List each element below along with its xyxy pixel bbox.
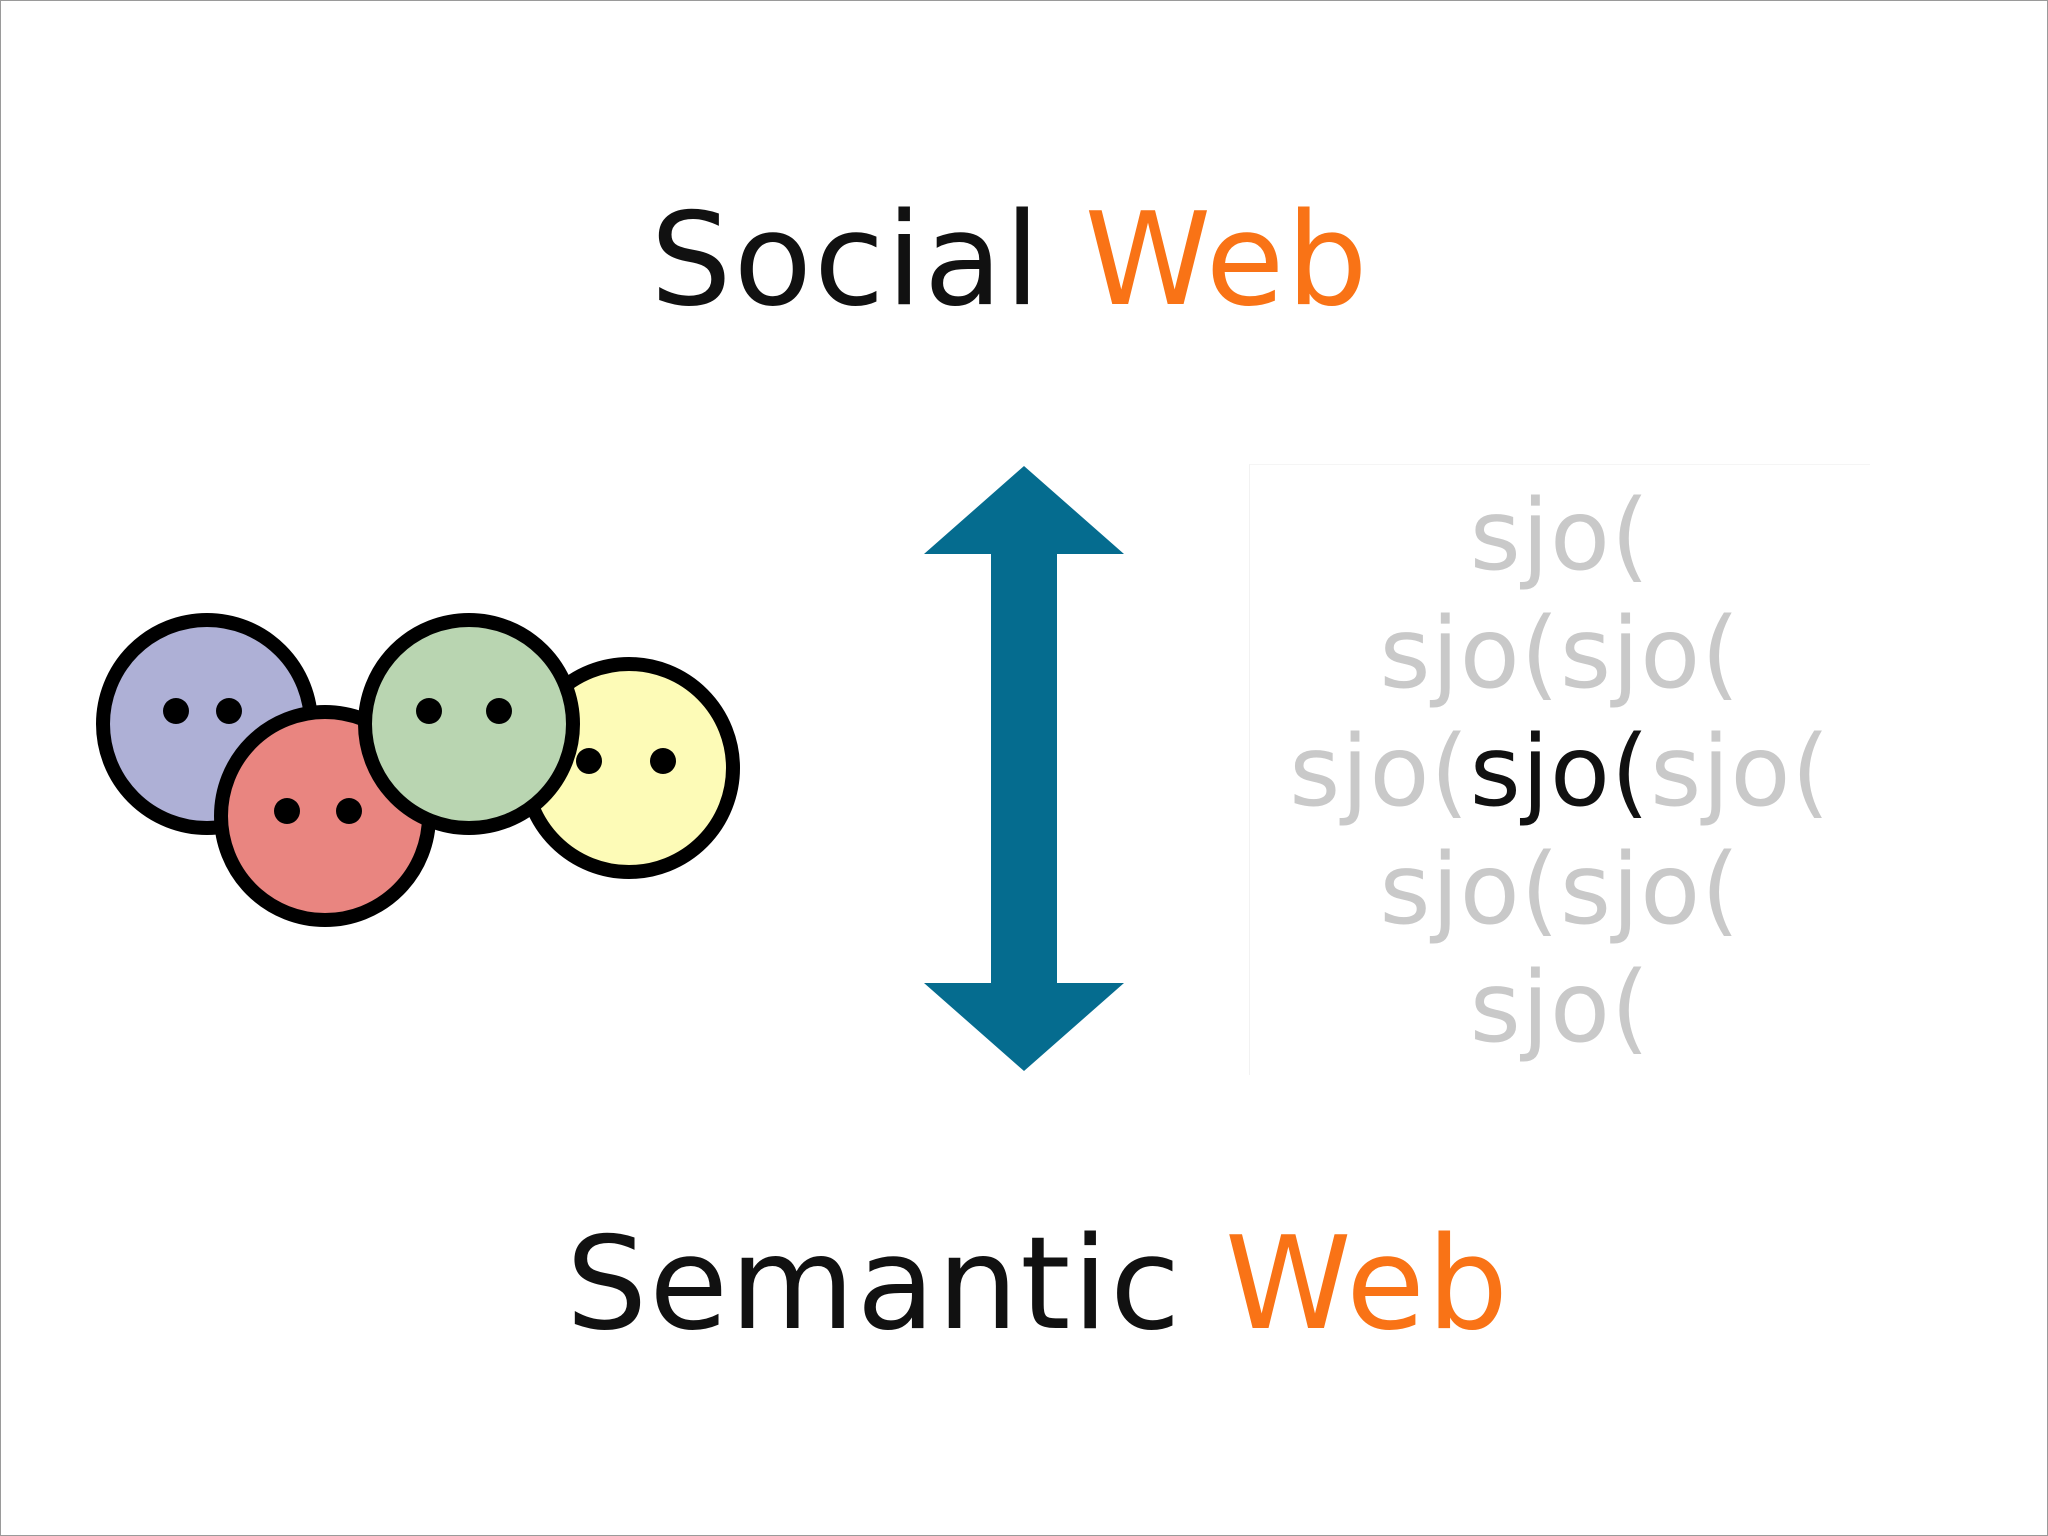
social-word: Social (650, 186, 1042, 335)
web-word-bottom: Web (1225, 1210, 1511, 1359)
sioc-logo-center: sjo( (1469, 715, 1651, 829)
web-word-top: Web (1084, 186, 1370, 335)
sioc-logo-row-2: sjo(sjo( (1379, 597, 1741, 711)
sioc-logo-row-1: sjo( (1469, 479, 1651, 593)
sioc-logo: sjo( sjo(sjo( sjo(sjo(sjo( sjo(sjo( sjo( (1249, 464, 1870, 1075)
face-green (358, 613, 580, 835)
social-web-title: Social Web (1, 197, 2033, 325)
group-of-faces-icon (96, 613, 740, 927)
semantic-web-title: Semantic Web (15, 1221, 2047, 1349)
semantic-word: Semantic (565, 1210, 1183, 1359)
double-headed-vertical-arrow-icon (924, 466, 1124, 1071)
sioc-logo-row-4: sjo(sjo( (1379, 833, 1741, 947)
sioc-logo-row-3: sjo(sjo(sjo( (1289, 715, 1831, 829)
sioc-logo-row-5: sjo( (1469, 951, 1651, 1065)
